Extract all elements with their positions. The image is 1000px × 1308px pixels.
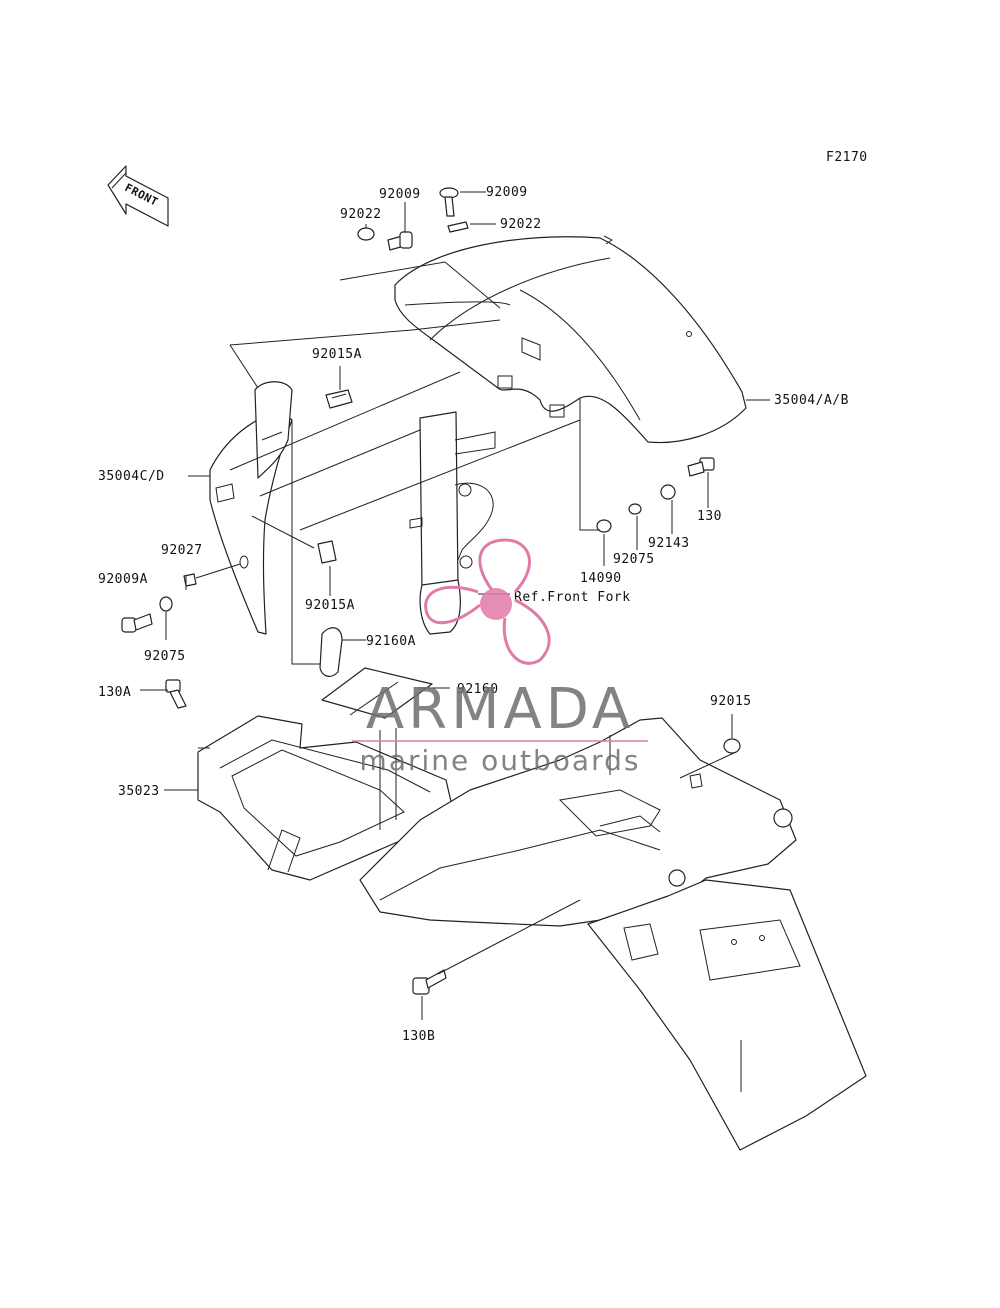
clip-nut-92015a-bottom [317,540,337,564]
pad-92160a [319,627,343,677]
propeller-logo-icon [424,538,551,665]
bolt-92009-left [387,231,413,251]
label-92027: 92027 [161,543,203,558]
armada-watermark: ARMADA marine outboards [352,538,648,777]
label-92015a-bottom: 92015A [305,598,355,613]
label-14090: 14090 [580,571,622,586]
clip-nut-92015a-top [325,389,353,409]
label-92022-left: 92022 [340,207,382,222]
label-35023: 35023 [118,784,160,799]
washer-92075-left [159,596,173,612]
label-ref-front-fork: Ref.Front Fork [514,590,631,605]
rear-fender-undertray [197,715,867,1151]
fender-side-cover [209,381,293,635]
bolt-92009-right [439,187,459,217]
collar-92027 [183,573,197,587]
washer-14090 [596,519,612,533]
washer-92075-right [628,503,642,515]
label-92075-left: 92075 [144,649,186,664]
label-92015a-top: 92015A [312,347,362,362]
label-92009a: 92009A [98,572,148,587]
bolt-130a [165,679,187,709]
label-92143: 92143 [648,536,690,551]
watermark-tagline: marine outboards [360,744,641,777]
bolt-130 [687,457,715,477]
label-92160a: 92160A [366,634,416,649]
label-35004cd: 35004C/D [98,469,165,484]
label-92022-right: 92022 [500,217,542,232]
front-arrow-icon: FRONT [107,165,169,227]
label-130: 130 [697,509,722,524]
label-92009-right: 92009 [486,185,528,200]
label-92009-left: 92009 [379,187,421,202]
label-130a: 130A [98,685,131,700]
nut-92015 [723,738,741,754]
label-35004ab: 35004/A/B [774,393,849,408]
watermark-brand: ARMADA [366,677,634,742]
pad-92160 [321,667,433,719]
washer-92022-left [357,227,375,241]
label-92075-right: 92075 [613,552,655,567]
leader-lines [140,191,770,1092]
washer-92143 [660,484,676,500]
bolt-92009a [121,613,153,633]
figure-code: F2170 [826,150,868,165]
clip-92022-right [447,221,469,233]
label-92160: 92160 [457,682,499,697]
label-92015: 92015 [710,694,752,709]
label-130b: 130B [402,1029,435,1044]
front-fender [394,235,747,444]
bolt-130b [412,969,447,995]
